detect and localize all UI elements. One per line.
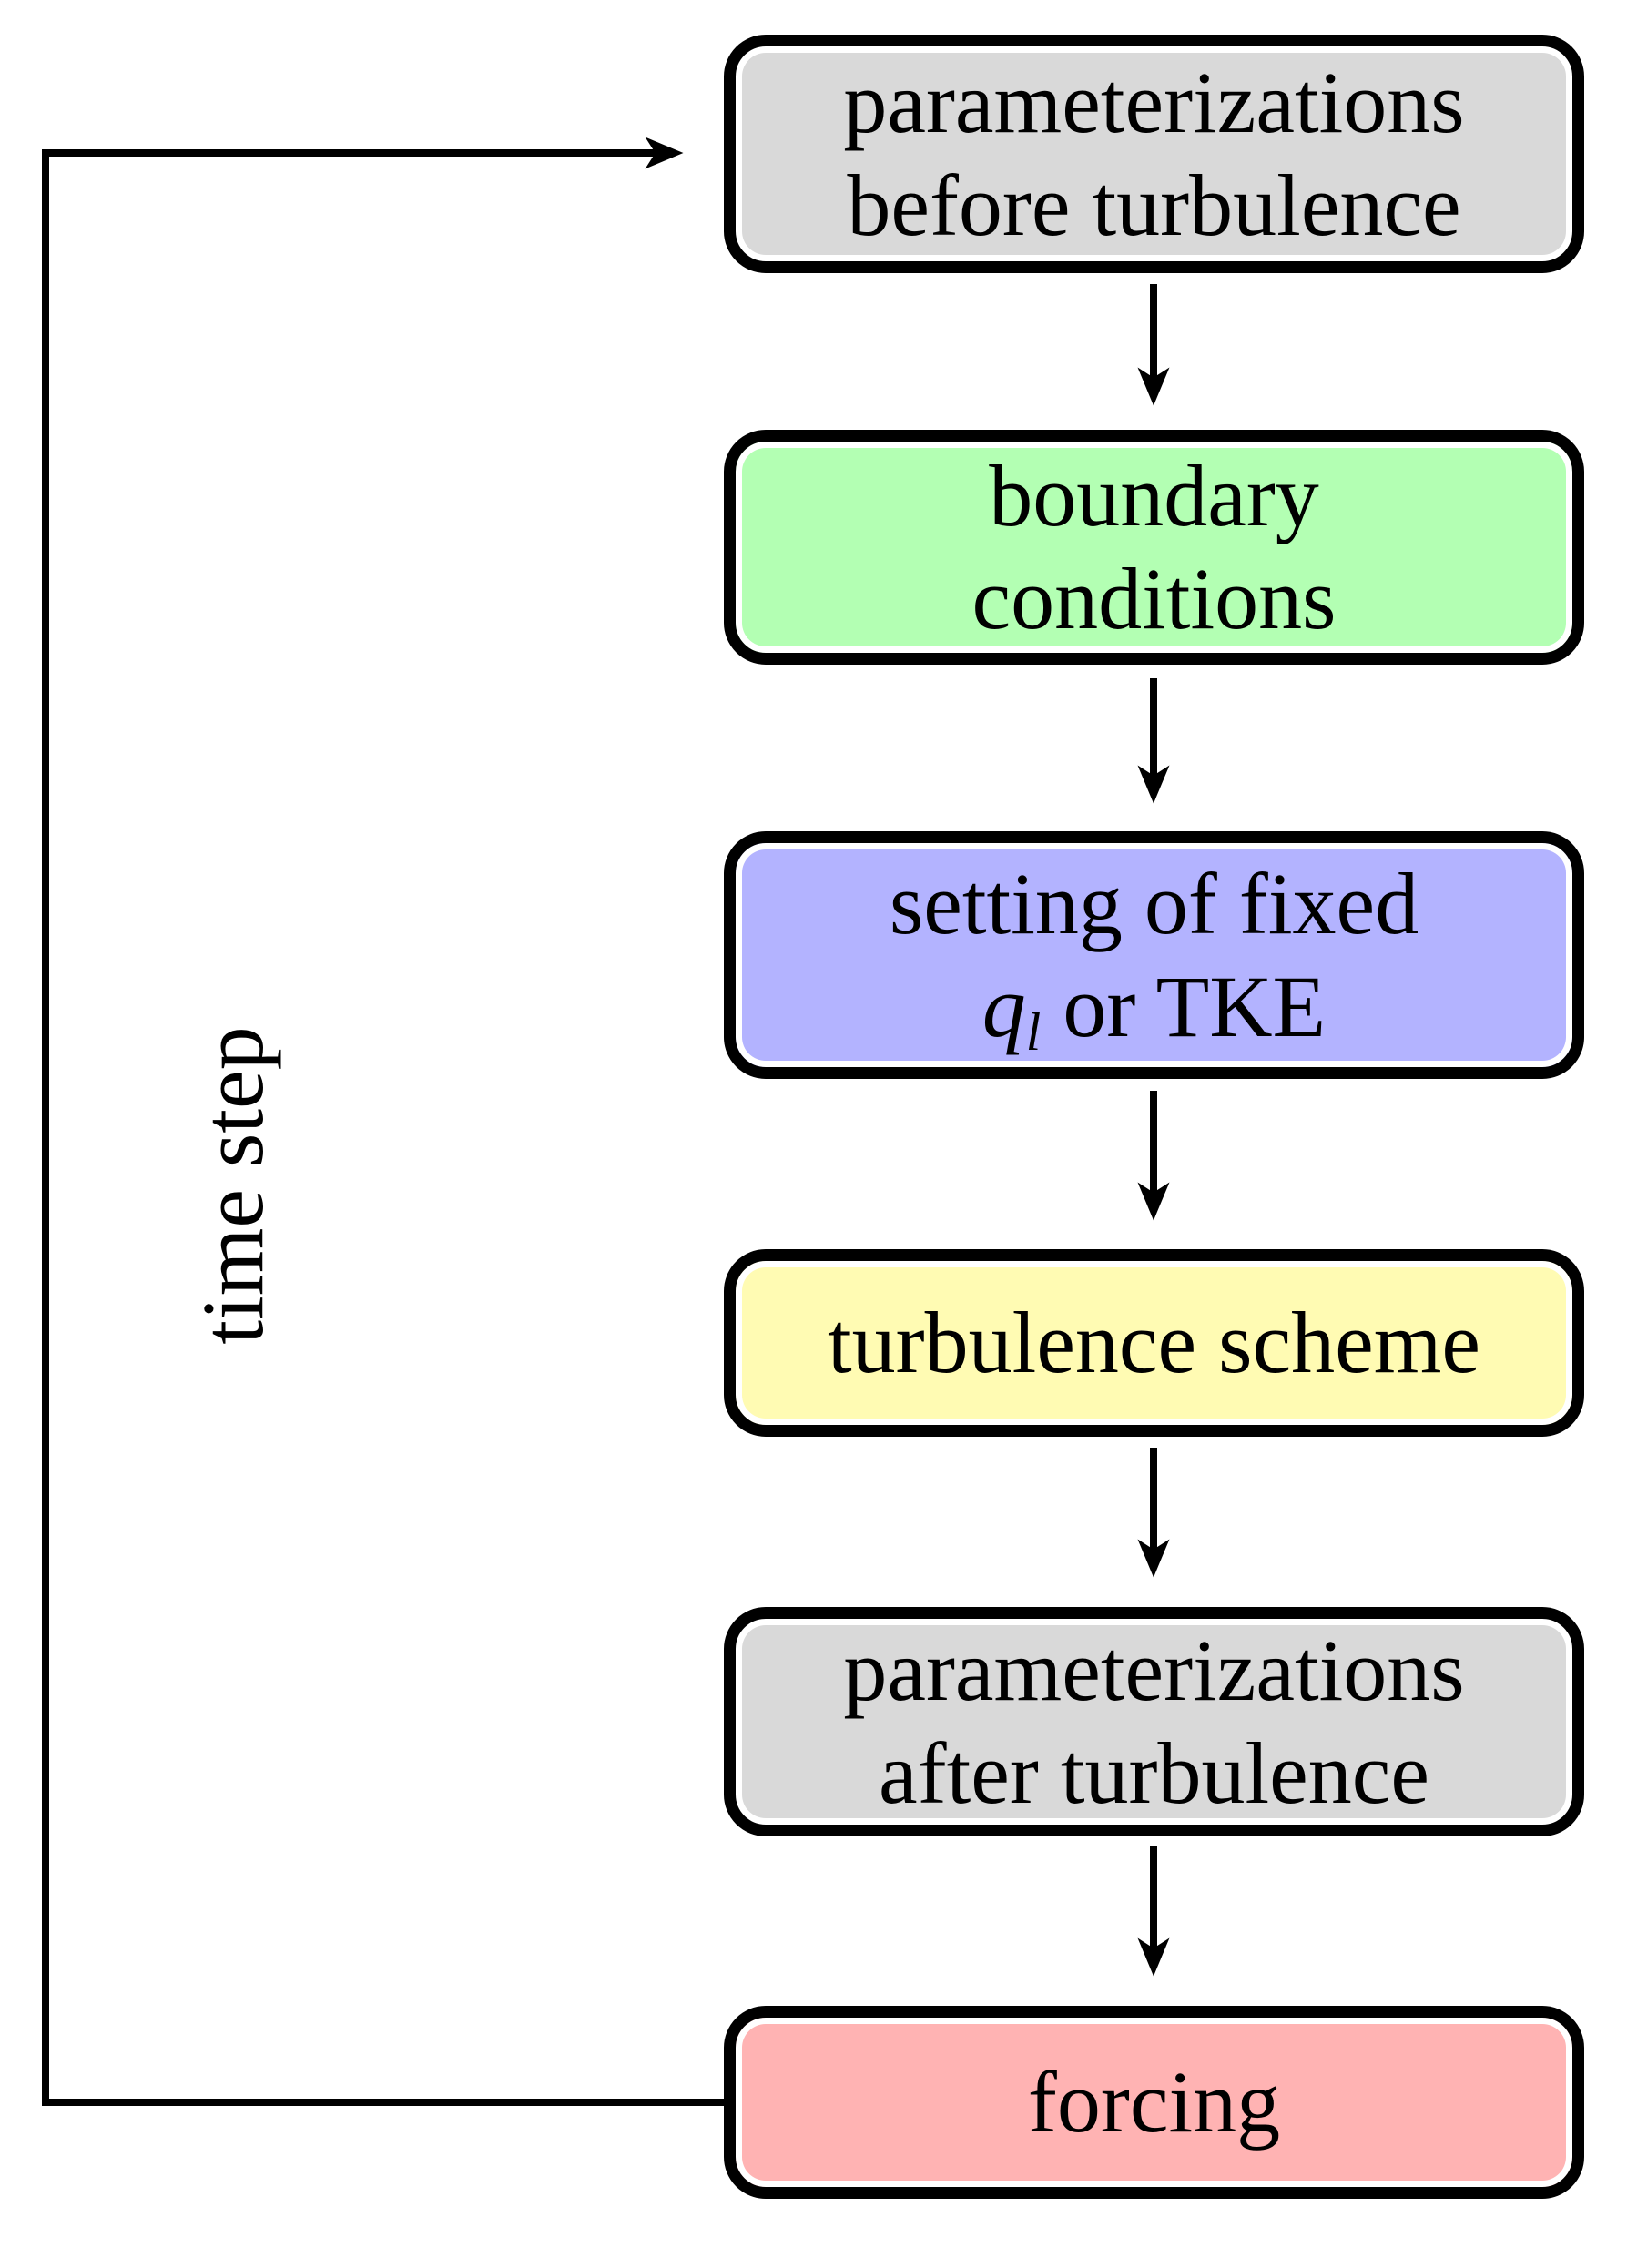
node-label-line: turbulence scheme bbox=[828, 1294, 1480, 1392]
node-label-line: boundary bbox=[989, 446, 1319, 544]
node-label-line: conditions bbox=[971, 550, 1337, 647]
node-label-line: parameterizations bbox=[843, 1621, 1465, 1719]
node-turbulence-scheme: turbulence scheme bbox=[724, 1249, 1584, 1437]
node-forcing: forcing bbox=[724, 2006, 1584, 2199]
node-label-text: or TKE bbox=[1041, 958, 1327, 1055]
node-label-line: forcing bbox=[1027, 2053, 1281, 2151]
node-label-math-line: ql or TKE bbox=[981, 955, 1327, 1059]
node-label-line: setting of fixed bbox=[889, 854, 1419, 952]
math-subscript: l bbox=[1025, 1001, 1042, 1062]
time-step-loop-line bbox=[42, 137, 724, 2106]
node-label-line: before turbulence bbox=[847, 157, 1461, 254]
node-label-line: parameterizations bbox=[843, 53, 1465, 151]
node-boundary-conditions: boundary conditions bbox=[724, 430, 1584, 665]
node-parameterizations-before-turbulence: parameterizations before turbulence bbox=[724, 35, 1584, 273]
node-label-line: after turbulence bbox=[879, 1724, 1429, 1822]
node-setting-fixed-ql-or-tke: setting of fixed ql or TKE bbox=[724, 831, 1584, 1079]
math-variable: q bbox=[981, 958, 1026, 1055]
time-step-label: time step bbox=[183, 1026, 281, 1345]
node-parameterizations-after-turbulence: parameterizations after turbulence bbox=[724, 1607, 1584, 1836]
